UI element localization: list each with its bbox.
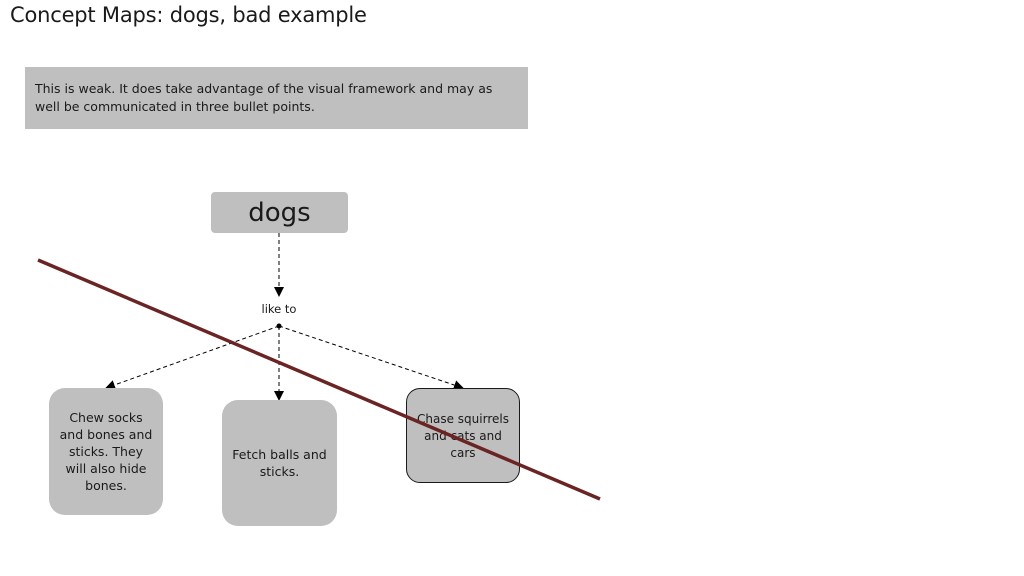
concept-node-fetch-label: Fetch balls and sticks. <box>232 447 327 479</box>
note-box: This is weak. It does take advantage of … <box>25 67 528 129</box>
link-junction-dot <box>276 323 282 329</box>
concept-node-chew-label: Chew socks and bones and sticks. They wi… <box>59 410 153 493</box>
concept-node-dogs-label: dogs <box>248 197 311 228</box>
connector-link-to-chew <box>105 325 280 390</box>
link-label-like-to: like to <box>261 302 297 316</box>
concept-node-chase-label: Chase squirrels and cats and cars <box>417 412 509 460</box>
connector-link-to-chase <box>278 325 464 390</box>
concept-node-fetch: Fetch balls and sticks. <box>222 400 337 526</box>
concept-node-chew: Chew socks and bones and sticks. They wi… <box>49 388 163 515</box>
concept-node-dogs: dogs <box>211 192 348 233</box>
note-text: This is weak. It does take advantage of … <box>35 81 493 114</box>
concept-node-chase: Chase squirrels and cats and cars <box>406 388 520 483</box>
slide-title: Concept Maps: dogs, bad example <box>10 3 367 27</box>
